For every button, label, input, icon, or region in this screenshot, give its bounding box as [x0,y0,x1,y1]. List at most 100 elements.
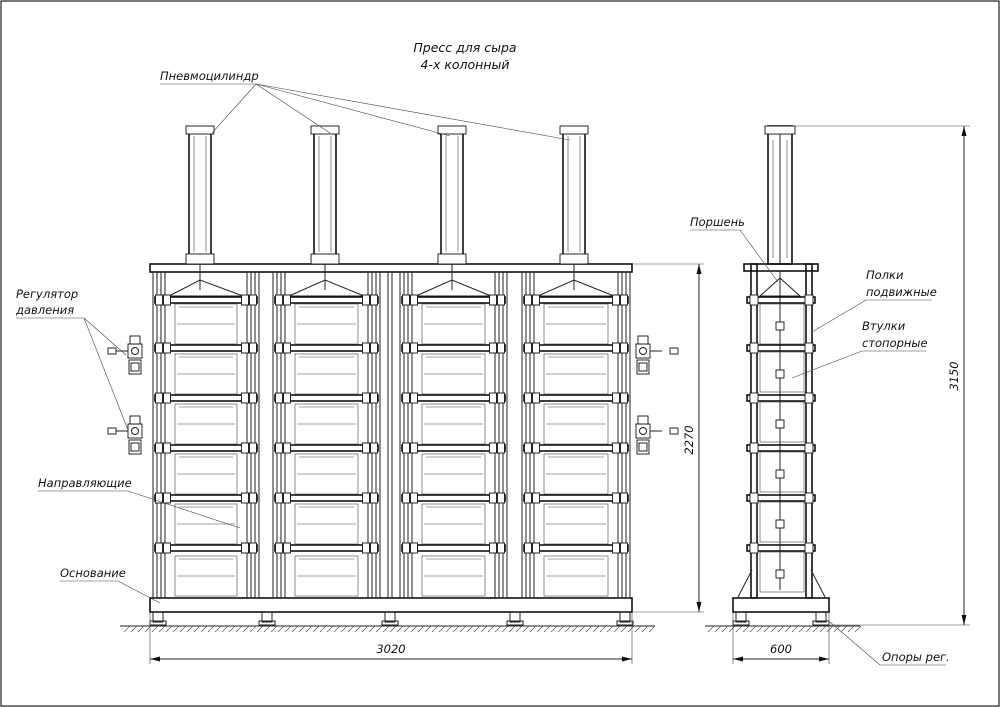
guide-post [521,271,527,599]
ground-hatch-side [707,625,862,633]
guide-post [254,271,260,599]
dimensions: 3020 2270 600 3150 [149,125,970,664]
stop-bushing [775,469,785,479]
label-regulator-line1: Регулятор [16,287,78,301]
shelf-bushing [489,542,497,554]
shelf-bushing [532,442,540,454]
guide-post [375,271,381,599]
shelf-bushing [410,392,418,404]
guide-post [625,271,631,599]
shelf-bushing [620,492,628,504]
shelf-bushing [163,542,171,554]
shelf [154,296,258,304]
pneumatic-cylinder [562,127,586,263]
cylinder-mount [310,253,340,265]
press-column-4 [523,125,629,597]
shelf-bushing [275,542,283,554]
shelf-bushing [370,542,378,554]
shelf-bushing [155,392,163,404]
shelf-bushing [524,442,532,454]
shelf-bushing [612,392,620,404]
guide-post [160,271,166,599]
shelf-bushing [283,492,291,504]
base-beam [149,597,633,613]
shelf-bushing [489,392,497,404]
shelf-bushing [241,492,249,504]
side-bushing [804,542,814,554]
label-guides: Направляющие [38,476,132,490]
shelf-bushing [370,392,378,404]
drawing-title-line1: Пресс для сыра [413,40,516,55]
cheese-mold [294,303,359,345]
label-feet: Опоры рег. [882,650,950,664]
shelf-bushing [524,392,532,404]
shelf-bushing [489,342,497,354]
side-mold [759,451,805,493]
label-bushings-line1: Втулки [862,319,906,333]
label-piston: Поршень [690,215,745,229]
guide-post [246,271,252,599]
side-base [732,597,830,613]
shelf [401,544,506,552]
stop-bushing [775,419,785,429]
pressure-plate [168,279,244,297]
shelf [523,394,629,402]
shelf-bushing [249,492,257,504]
drawing-title-line2: 4-х колонный [420,57,509,72]
shelf-bushing [163,442,171,454]
shelf-bushing [249,442,257,454]
cheese-mold [294,353,359,395]
side-shelf [746,344,816,352]
shelf-bushing [283,392,291,404]
label-regulator-line2: давления [15,303,74,317]
shelf-bushing [620,442,628,454]
shelf-bushing [410,342,418,354]
side-bushing [749,492,759,504]
shelf-bushing [362,342,370,354]
side-shelf [746,296,816,304]
shelf-bushing [249,392,257,404]
shelf-bushing [249,342,257,354]
shelf-bushing [241,442,249,454]
pressure-plate [415,279,492,297]
shelf [274,544,379,552]
shelf-bushing [370,342,378,354]
shelf-bushing [532,542,540,554]
shelf-bushing [241,342,249,354]
shelf-bushing [402,492,410,504]
shelf [154,444,258,452]
pressure-plate [288,279,365,297]
cheese-mold [421,555,486,597]
guide-post [502,271,508,599]
callouts: Пневмоцилиндр Регулятор давления Направл… [15,69,950,666]
cheese-mold [174,303,238,345]
side-bushing [804,492,814,504]
shelf-bushing [370,492,378,504]
shelf-bushing [275,294,283,306]
shelf-bushing [163,392,171,404]
shelf-bushing [163,492,171,504]
cheese-mold [421,503,486,545]
guide-post [407,271,413,599]
side-bushing [804,442,814,454]
shelf-bushing [497,294,505,306]
pneumatic-cylinder [313,127,337,263]
cylinder-mount [185,253,215,265]
shelf-bushing [410,294,418,306]
cheese-mold [294,453,359,495]
shelf-bushing [532,492,540,504]
cheese-mold [174,453,238,495]
shelf-bushing [612,294,620,306]
side-bushing [804,294,814,306]
shelf-bushing [362,392,370,404]
stop-bushing [775,321,785,331]
dimension-total-width: 3020 [376,642,405,656]
press-column-1 [154,125,258,597]
shelf-bushing [362,294,370,306]
shelf-bushing [497,492,505,504]
pressure-plate [537,279,615,297]
cheese-mold [421,303,486,345]
label-bushings-line2: стопорные [862,336,928,350]
shelf-bushing [275,392,283,404]
shelf-bushing [402,294,410,306]
